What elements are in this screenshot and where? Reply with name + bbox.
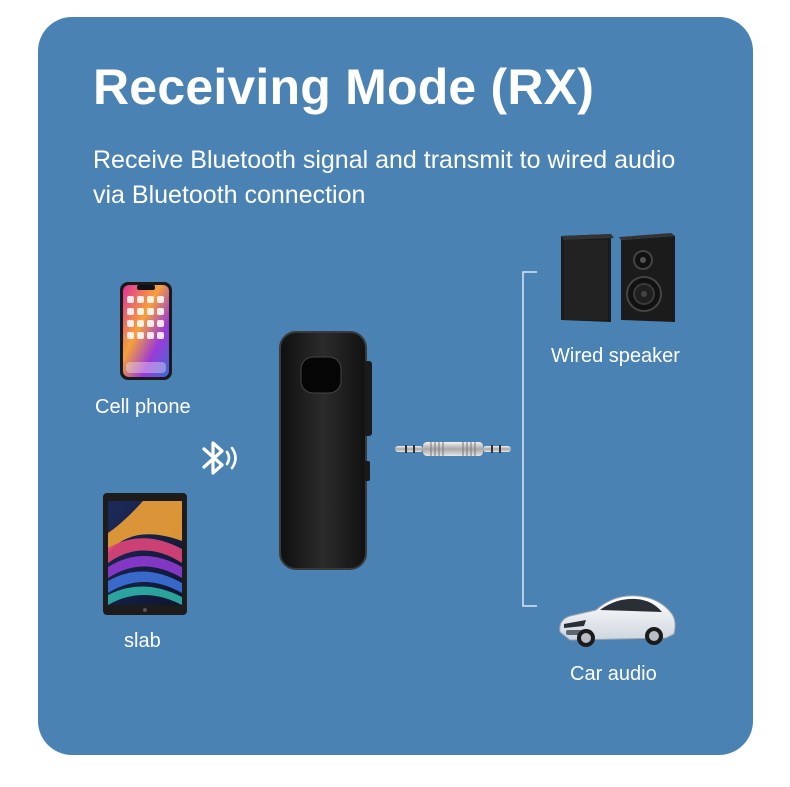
bluetooth-icon	[202, 441, 237, 475]
speaker-icon	[561, 233, 675, 322]
tablet-label: slab	[124, 630, 161, 652]
output-bracket	[522, 271, 537, 607]
tablet-icon	[103, 493, 187, 615]
receiver-device	[279, 331, 372, 570]
page-title: Receiving Mode (RX)	[93, 59, 595, 115]
aux-cable	[395, 442, 511, 456]
speaker-label: Wired speaker	[551, 345, 680, 367]
car-icon	[559, 595, 676, 647]
page-subtitle: Receive Bluetooth signal and transmit to…	[93, 146, 676, 209]
phone-icon	[120, 282, 172, 380]
car-label: Car audio	[570, 663, 657, 685]
phone-label: Cell phone	[95, 396, 191, 418]
